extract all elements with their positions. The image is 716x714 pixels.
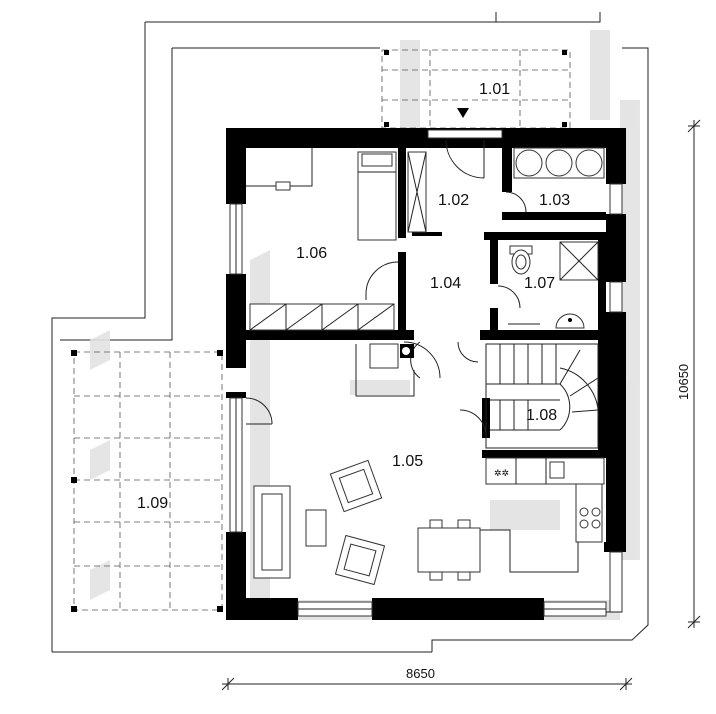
interior-walls (246, 148, 606, 458)
windows (229, 129, 623, 617)
room-label-104: 1.04 (430, 275, 461, 292)
kitchen: ✲✲ (417, 457, 605, 581)
terrace-109 (71, 350, 223, 612)
fireplace (355, 343, 415, 397)
svg-text:✲✲: ✲✲ (494, 468, 509, 478)
bedroom-furniture (246, 148, 399, 331)
room-label-106: 1.06 (296, 245, 327, 262)
room-label-101: 1.01 (479, 81, 510, 98)
entrance-arrow-icon (457, 108, 469, 118)
room-label-105: 1.05 (392, 453, 423, 470)
room-label-107: 1.07 (524, 275, 555, 292)
room-label-108: 1.08 (526, 407, 557, 424)
storage-cabinets (513, 147, 605, 179)
room-label-109: 1.09 (137, 495, 168, 512)
dimension-height (687, 119, 701, 629)
room-label-102: 1.02 (438, 192, 469, 209)
staircase (459, 343, 599, 449)
dimension-width-label: 8650 (406, 666, 435, 681)
dimension-width (221, 677, 633, 691)
site-outline (51, 12, 649, 653)
room-label-103: 1.03 (539, 192, 570, 209)
hall-elements (403, 139, 527, 379)
bathroom-fixtures (508, 241, 599, 329)
exterior-walls (226, 128, 626, 620)
living-furniture (245, 397, 386, 586)
dimension-height-label: 10650 (676, 364, 691, 400)
